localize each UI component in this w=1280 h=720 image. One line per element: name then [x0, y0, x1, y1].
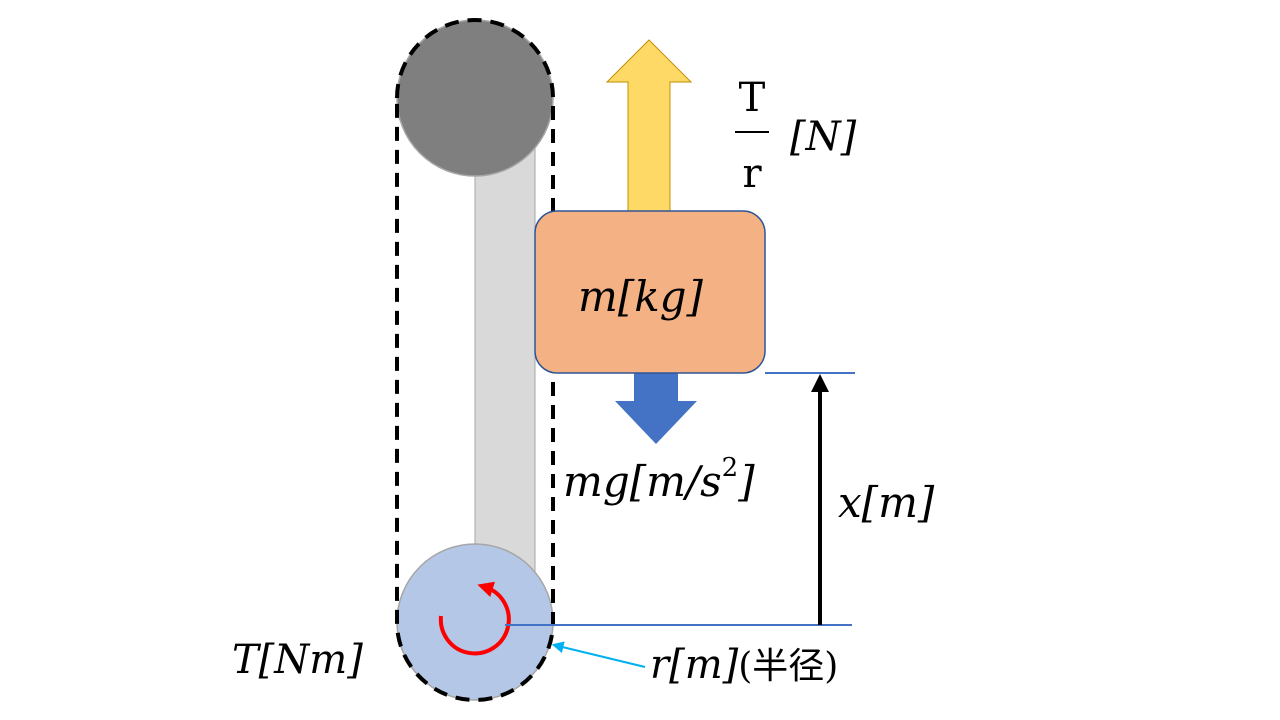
weight-label-exponent: 2 — [721, 453, 739, 483]
weight-label-base: mg[m/s — [563, 457, 722, 506]
top-pulley — [396, 19, 554, 177]
tension-denominator: r — [742, 151, 762, 197]
weight-label: mg[m/s2] — [563, 455, 755, 503]
height-label: x[m] — [838, 478, 935, 527]
radius-pointer — [551, 641, 646, 668]
tension-numerator: T — [738, 75, 766, 121]
upward-force-arrow — [605, 39, 693, 213]
weight-force-arrow — [615, 366, 697, 444]
tension-unit-label: [N] — [790, 114, 857, 160]
fraction-bar — [735, 131, 769, 133]
height-arrow-head — [811, 374, 829, 392]
radius-label-note: (半径) — [738, 646, 839, 687]
torque-label: T[Nm] — [232, 637, 363, 683]
mass-block — [534, 210, 766, 374]
rotation-arrow — [438, 581, 511, 656]
radius-label-symbol: r[m] — [650, 642, 739, 688]
mass-label: m[kg] — [578, 272, 703, 321]
belt-loop — [395, 18, 555, 702]
support-column — [474, 97, 536, 623]
radius-label: r[m](半径) — [650, 645, 838, 685]
weight-label-close: ] — [738, 457, 755, 506]
